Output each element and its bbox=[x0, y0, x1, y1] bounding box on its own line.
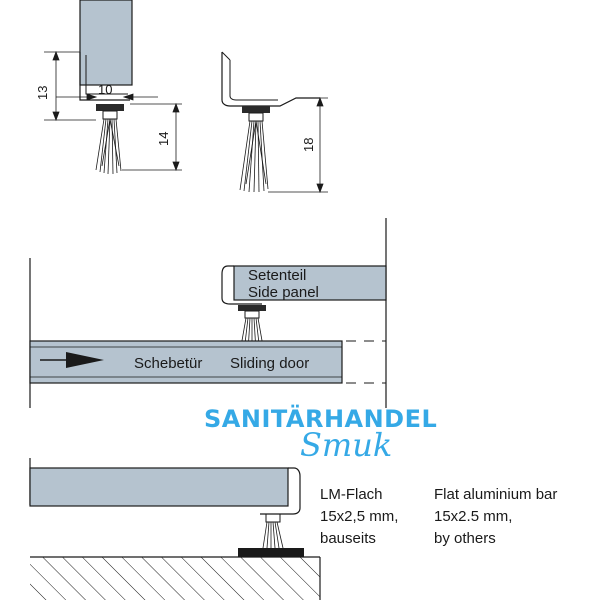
label-side-panel-en: Side panel bbox=[248, 284, 319, 301]
dim-label-10: 10 bbox=[98, 82, 112, 97]
panel-bar-vertical bbox=[79, 0, 133, 86]
dashed-continuation bbox=[346, 340, 386, 384]
floor-section: LM-Flach 15x2,5 mm, bauseits Flat alumin… bbox=[29, 458, 557, 600]
watermark-line1: SANITÄRHANDEL bbox=[204, 404, 437, 433]
brush-holder bbox=[102, 110, 118, 120]
brush-bristles-right bbox=[239, 120, 269, 193]
note-en-line2: 15x2.5 mm, bbox=[434, 508, 512, 525]
watermark-logo: SANITÄRHANDEL Smuk bbox=[204, 404, 437, 464]
u-profile bbox=[79, 52, 130, 101]
dim-14 bbox=[122, 102, 182, 172]
bottom-profile bbox=[260, 467, 301, 515]
watermark-line2: Smuk bbox=[300, 426, 392, 464]
dim-18 bbox=[268, 96, 328, 194]
note-en-line1: Flat aluminium bar bbox=[434, 486, 557, 503]
label-side-panel-de: Setenteil bbox=[248, 267, 306, 284]
brush-bristles-bottom bbox=[262, 521, 284, 549]
floor-hatch bbox=[30, 557, 320, 600]
brush-base-mid bbox=[238, 305, 266, 311]
label-sliding-door-de: Schebetür bbox=[134, 355, 202, 372]
flat-aluminium-bar bbox=[238, 548, 304, 557]
note-de-line1: LM-Flach bbox=[320, 486, 383, 503]
brush-bristles bbox=[95, 118, 122, 175]
profile-inner-line bbox=[85, 55, 128, 95]
direction-arrow-icon bbox=[40, 352, 104, 368]
top-right-profile-detail: 18 bbox=[221, 51, 328, 194]
label-sliding-door-en: Sliding door bbox=[230, 355, 309, 372]
dim-label-13: 13 bbox=[35, 86, 50, 100]
brush-holder-bottom bbox=[265, 513, 281, 523]
brush-base bbox=[96, 104, 124, 111]
dim-10 bbox=[56, 93, 158, 101]
angle-profile-inner bbox=[229, 60, 278, 101]
note-de-line3: bauseits bbox=[320, 530, 376, 547]
brush-holder-right bbox=[248, 112, 264, 122]
note-en-line3: by others bbox=[434, 530, 496, 547]
brush-base-right bbox=[242, 106, 270, 113]
note-de-line2: 15x2,5 mm, bbox=[320, 508, 398, 525]
dim-label-14: 14 bbox=[156, 132, 171, 146]
side-panel-profile bbox=[221, 265, 262, 305]
top-left-profile-detail: 13 10 14 bbox=[35, 0, 182, 175]
brush-holder-mid bbox=[244, 310, 260, 319]
side-panel bbox=[233, 265, 387, 301]
door-bottom-panel bbox=[29, 467, 289, 507]
dim-label-18: 18 bbox=[301, 138, 316, 152]
dim-13 bbox=[44, 50, 96, 122]
sliding-door-section: Setenteil Side panel Schebetür Sliding d… bbox=[29, 218, 387, 408]
